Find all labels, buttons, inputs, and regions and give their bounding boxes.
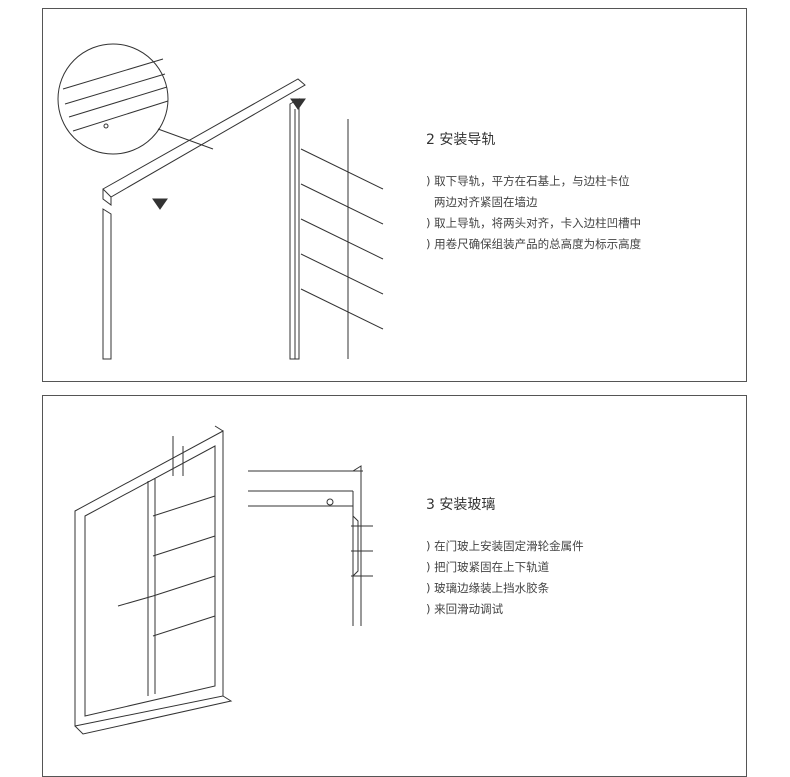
step-item: 两边对齐紧固在墙边 [434,195,538,209]
step-item: ) 取上导轨，将两头对齐，卡入边柱凹槽中 [426,216,642,230]
glass-installation-diagram [74,425,373,735]
step-3-panel: 3 安装玻璃 ) 在门玻上安装固定滑轮金属件 ) 把门玻紧固在上下轨道 ) 玻璃… [42,395,747,777]
section-title: 2 安装导轨 [426,132,496,148]
section-title: 3 安装玻璃 [426,497,496,513]
step-item: ) 来回滑动调试 [426,602,504,616]
step-item: ) 用卷尺确保组装产品的总高度为标示高度 [426,237,642,251]
rail-installation-diagram [57,43,384,360]
step-item: ) 取下导轨，平方在石基上，与边柱卡位 [426,174,630,188]
step-2-panel: 2 安装导轨 ) 取下导轨，平方在石基上，与边柱卡位 两边对齐紧固在墙边 ) 取… [42,8,747,382]
step-item: ) 玻璃边缘装上挡水胶条 [426,581,550,595]
step-list: ) 在门玻上安装固定滑轮金属件 ) 把门玻紧固在上下轨道 ) 玻璃边缘装上挡水胶… [426,536,584,620]
step-item: ) 把门玻紧固在上下轨道 [426,560,550,574]
step-item: ) 在门玻上安装固定滑轮金属件 [426,539,584,553]
step-list: ) 取下导轨，平方在石基上，与边柱卡位 两边对齐紧固在墙边 ) 取上导轨，将两头… [426,171,641,255]
